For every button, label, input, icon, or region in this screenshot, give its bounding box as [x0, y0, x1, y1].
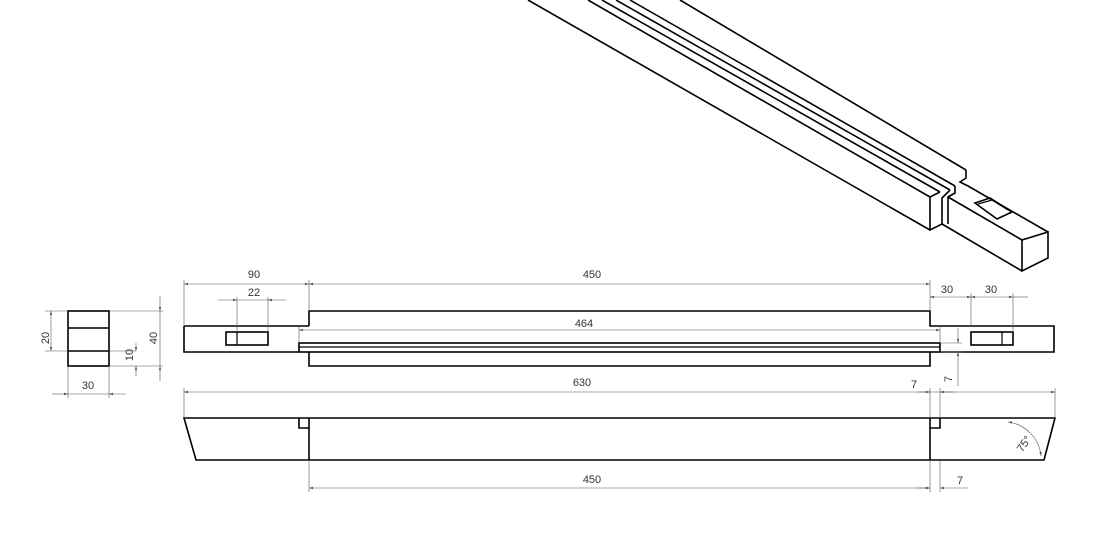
dim-10-label: 10	[124, 349, 136, 361]
dim-30-section-label: 30	[82, 380, 94, 392]
dim-30b-label: 30	[985, 284, 997, 296]
dim-450-top-label: 450	[583, 269, 601, 281]
isometric-view	[527, 0, 1049, 273]
dim-450-bottom-label: 450	[583, 474, 601, 486]
dim-30a-label: 30	[941, 284, 953, 296]
dim-7a-label: 7	[911, 379, 917, 391]
dim-7-side-label: 7	[943, 376, 955, 382]
dim-angle-75-label: 75°	[1015, 434, 1034, 455]
dim-22-label: 22	[248, 287, 260, 299]
bottom-view: 630 7 450 7 75°	[182, 377, 1057, 492]
section-view: 20 10 40 30	[40, 296, 163, 398]
dim-90-label: 90	[248, 269, 260, 281]
dim-40-label: 40	[148, 332, 160, 344]
dim-20-label: 20	[40, 332, 52, 344]
dim-464-label: 464	[575, 318, 593, 330]
front-view: 90 22 450 30 30 464 7	[183, 269, 1055, 386]
dim-7-bottom-label: 7	[957, 475, 963, 487]
dim-630-label: 630	[573, 377, 591, 389]
